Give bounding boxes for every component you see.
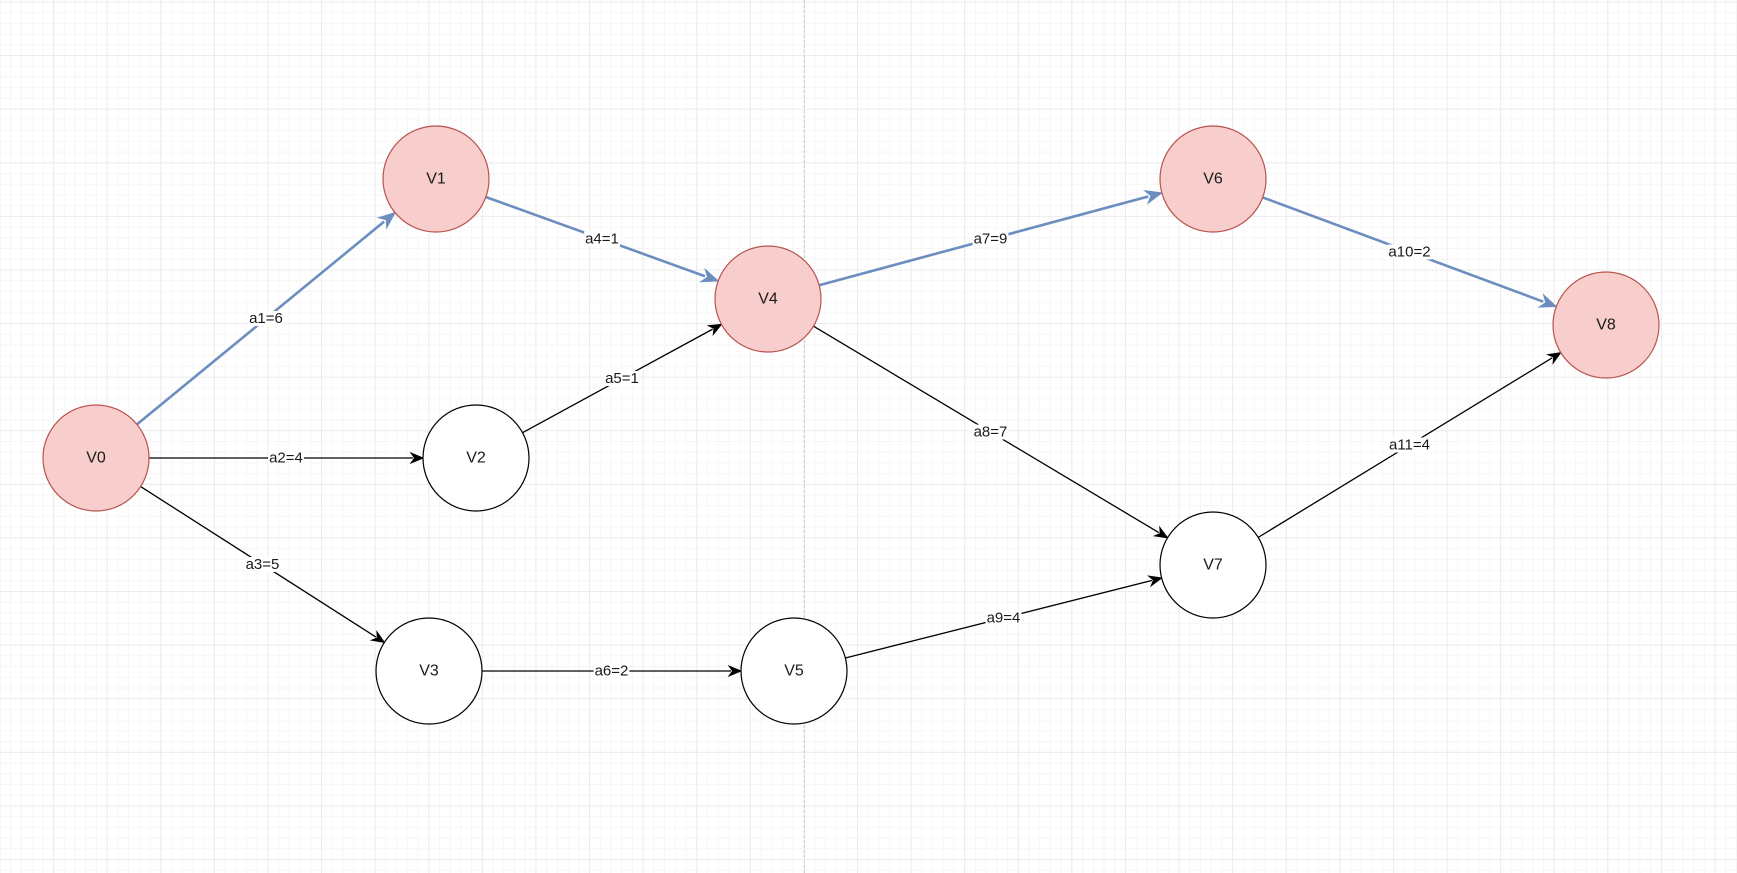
edge-a10[interactable]: a10=2 <box>1262 196 1558 308</box>
edge-a1[interactable]: a1=6 <box>136 211 397 426</box>
edge-label: a5=1 <box>605 370 639 387</box>
edge-label: a11=4 <box>1389 437 1430 454</box>
arrowhead-icon <box>727 664 743 678</box>
arrowhead-icon <box>1537 293 1558 308</box>
node-circle[interactable] <box>42 404 150 512</box>
node-label: V4 <box>758 291 778 308</box>
node-v7[interactable]: V7 <box>1159 511 1267 619</box>
node-v3[interactable]: V3 <box>375 617 483 725</box>
node-v2[interactable]: V2 <box>422 404 530 512</box>
node-circle[interactable] <box>1159 511 1267 619</box>
edge-a9[interactable]: a9=4 <box>845 575 1163 659</box>
node-label: V6 <box>1203 171 1223 188</box>
node-v6[interactable]: V6 <box>1159 125 1267 233</box>
edge-a6[interactable]: a6=2 <box>482 663 743 680</box>
node-v0[interactable]: V0 <box>42 404 150 512</box>
node-v8[interactable]: V8 <box>1552 271 1660 379</box>
node-v4[interactable]: V4 <box>714 245 822 353</box>
edge-label: a1=6 <box>249 310 283 327</box>
edge-label-background <box>268 450 304 466</box>
edge-label: a2=4 <box>269 450 303 467</box>
edge-a3[interactable]: a3=5 <box>140 486 386 644</box>
node-label: V1 <box>426 171 446 188</box>
edge-label: a10=2 <box>1388 244 1430 261</box>
edge-label-background <box>248 311 284 326</box>
edge-label-background <box>985 610 1022 626</box>
node-circle[interactable] <box>375 617 483 725</box>
edge-a7[interactable]: a7=9 <box>818 189 1164 287</box>
edge-label: a6=2 <box>595 663 629 680</box>
edge-label-background <box>972 231 1009 247</box>
edge-a8[interactable]: a8=7 <box>813 325 1169 539</box>
node-label: V0 <box>86 450 106 467</box>
edge-label: a7=9 <box>974 231 1008 248</box>
arrowhead-icon <box>376 211 397 230</box>
edge-a2[interactable]: a2=4 <box>149 450 425 467</box>
edge-label-background <box>604 371 640 386</box>
edge-label-background <box>244 557 281 572</box>
edge-a5[interactable]: a5=1 <box>522 323 723 434</box>
edge-a11[interactable]: a11=4 <box>1257 351 1562 538</box>
node-v5[interactable]: V5 <box>740 617 848 725</box>
edge-a4[interactable]: a4=1 <box>485 195 720 283</box>
edge-label: a8=7 <box>974 424 1008 441</box>
arrowhead-icon <box>706 323 723 337</box>
edge-label: a4=1 <box>585 231 619 248</box>
node-circle[interactable] <box>1159 125 1267 233</box>
arrowhead-icon <box>699 267 720 283</box>
arrowhead-icon <box>1147 575 1163 588</box>
edges-layer: a1=6 a2=4 a3=5 a4=1 a5=1 a6=2 a7=9 a8=7 a9=4 a10=… <box>136 189 1562 680</box>
arrowhead-icon <box>1152 525 1169 539</box>
node-label: V8 <box>1596 317 1616 334</box>
arrowhead-icon <box>369 630 386 644</box>
edge-label-background <box>593 663 630 679</box>
node-label: V5 <box>784 663 804 680</box>
node-label: V7 <box>1203 557 1223 574</box>
node-label: V3 <box>419 663 439 680</box>
node-circle[interactable] <box>714 245 822 353</box>
edge-label-background <box>1387 244 1432 260</box>
node-circle[interactable] <box>422 404 530 512</box>
arrowhead-icon <box>409 451 425 465</box>
node-label: V2 <box>466 450 486 467</box>
node-circle[interactable] <box>1552 271 1660 379</box>
node-circle[interactable] <box>740 617 848 725</box>
edge-label-background <box>972 424 1009 440</box>
edge-label-background <box>584 231 620 247</box>
arrowhead-icon <box>1142 189 1164 205</box>
edge-label: a9=4 <box>987 610 1021 627</box>
arrowhead-icon <box>1546 351 1562 365</box>
node-circle[interactable] <box>382 125 490 233</box>
page-break-line <box>804 0 805 873</box>
edge-label: a3=5 <box>246 556 280 573</box>
node-v1[interactable]: V1 <box>382 125 490 233</box>
edge-label-background <box>1387 437 1432 453</box>
